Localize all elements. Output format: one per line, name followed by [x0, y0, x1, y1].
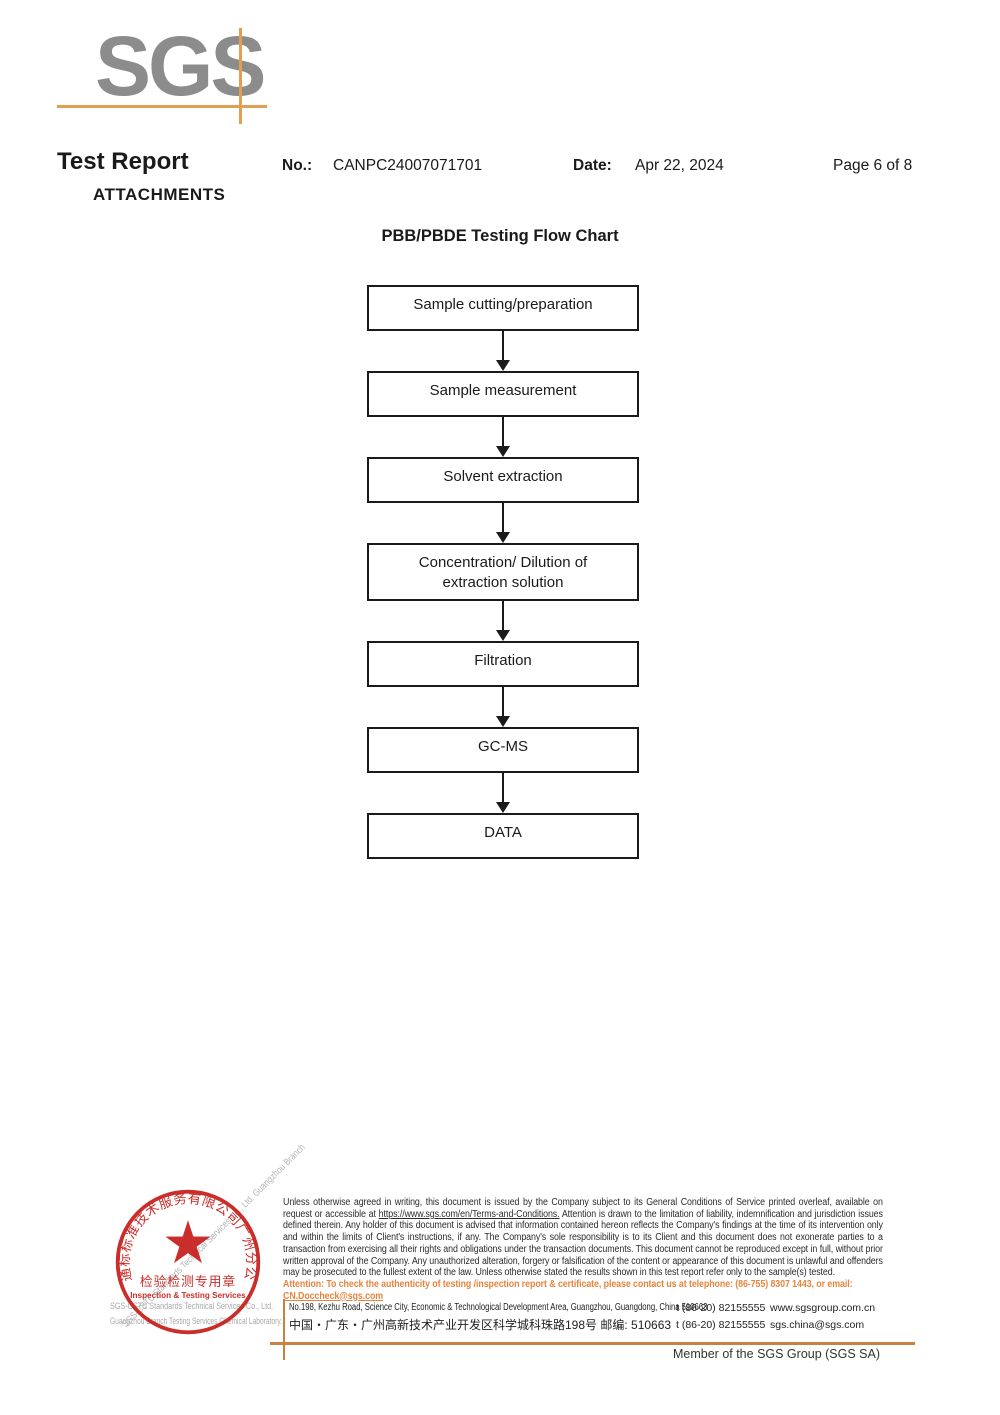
page-title: Test Report	[57, 148, 189, 175]
contact-email: sgs.china@sgs.com	[770, 1319, 865, 1331]
website-url: www.sgsgroup.com.cn	[770, 1302, 876, 1314]
flow-step-sample-cutting: Sample cutting/preparation	[367, 285, 639, 331]
down-arrow-icon	[496, 773, 510, 813]
company-name-line2: Guangzhou Branch Testing Services Chemic…	[110, 1316, 283, 1327]
flow-step-data: DATA	[367, 813, 639, 859]
logo-horizontal-rule	[57, 105, 267, 108]
legal-text-post: Attention is drawn to the limitation of …	[283, 1208, 883, 1279]
report-date-label: Date:	[573, 157, 612, 174]
sgs-logo-text: SGS	[95, 19, 266, 113]
report-date-value: Apr 22, 2024	[635, 157, 724, 174]
telephone-2: t (86-20) 82155555	[676, 1319, 766, 1331]
flow-step-sample-measurement: Sample measurement	[367, 371, 639, 417]
address-chinese: 中国・广东・广州高新技术产业开发区科学城科珠路198号 邮编: 510663	[289, 1318, 672, 1332]
seal-ring	[115, 1189, 261, 1335]
flow-step-label: GC-MS	[478, 738, 528, 755]
terms-and-conditions-link[interactable]: https://www.sgs.com/en/Terms-and-Conditi…	[378, 1208, 560, 1220]
page-number: Page 6 of 8	[833, 157, 913, 174]
logo-vertical-rule	[239, 28, 242, 124]
attention-notice: Attention: To check the authenticity of …	[283, 1279, 883, 1302]
report-no-label: No.:	[282, 157, 313, 174]
attachments-subtitle: ATTACHMENTS	[93, 185, 226, 204]
legal-disclaimer-block: Unless otherwise agreed in writing, this…	[283, 1197, 883, 1302]
report-no-value: CANPC24007071701	[333, 157, 483, 174]
telephone-1: t (86-20) 82155555	[676, 1302, 766, 1314]
flow-step-label: Concentration/ Dilution of extraction so…	[418, 554, 588, 591]
flow-step-gc-ms: GC-MS	[367, 727, 639, 773]
down-arrow-icon	[496, 417, 510, 457]
flow-step-label: Solvent extraction	[443, 468, 563, 485]
flow-step-concentration-dilution: Concentration/ Dilution of extraction so…	[367, 543, 639, 601]
sgs-member-text: Member of the SGS Group (SGS SA)	[673, 1347, 881, 1361]
sgs-logo: SGS	[0, 0, 320, 150]
flow-step-solvent-extraction: Solvent extraction	[367, 457, 639, 503]
down-arrow-icon	[496, 687, 510, 727]
seal-text-cn: 检验检测专用章	[140, 1274, 236, 1289]
inspection-seal-stamp: 通标标准技术服务有限公司广州分公司 检验检测专用章 Inspection & T…	[112, 1186, 261, 1335]
seal-text-en: Inspection & Testing Services	[130, 1291, 246, 1300]
company-name-line1: SGS-CSTC Standards Technical Services Co…	[110, 1301, 274, 1312]
down-arrow-icon	[496, 601, 510, 641]
address-english: No.198, Kezhu Road, Science City, Econom…	[289, 1302, 708, 1313]
footer-rule	[270, 1342, 915, 1345]
legal-text-pre: Unless otherwise agreed in writing, this…	[283, 1197, 883, 1220]
footer-rule-tick	[283, 1334, 285, 1360]
flow-step-label: Sample measurement	[429, 382, 577, 399]
flowchart-title: PBB/PBDE Testing Flow Chart	[381, 227, 619, 245]
down-arrow-icon	[496, 503, 510, 543]
flow-step-filtration: Filtration	[367, 641, 639, 687]
star-icon	[165, 1220, 211, 1264]
doccheck-email-link[interactable]: CN.Doccheck@sgs.com	[283, 1290, 384, 1302]
flow-step-label: DATA	[484, 824, 522, 841]
down-arrow-icon	[496, 331, 510, 371]
flow-step-label: Sample cutting/preparation	[413, 296, 593, 313]
address-divider	[283, 1299, 285, 1337]
flowchart: Sample cutting/preparation Sample measur…	[367, 285, 639, 859]
flow-step-label: Filtration	[474, 652, 532, 669]
attention-text: Attention: To check the authenticity of …	[283, 1278, 853, 1290]
